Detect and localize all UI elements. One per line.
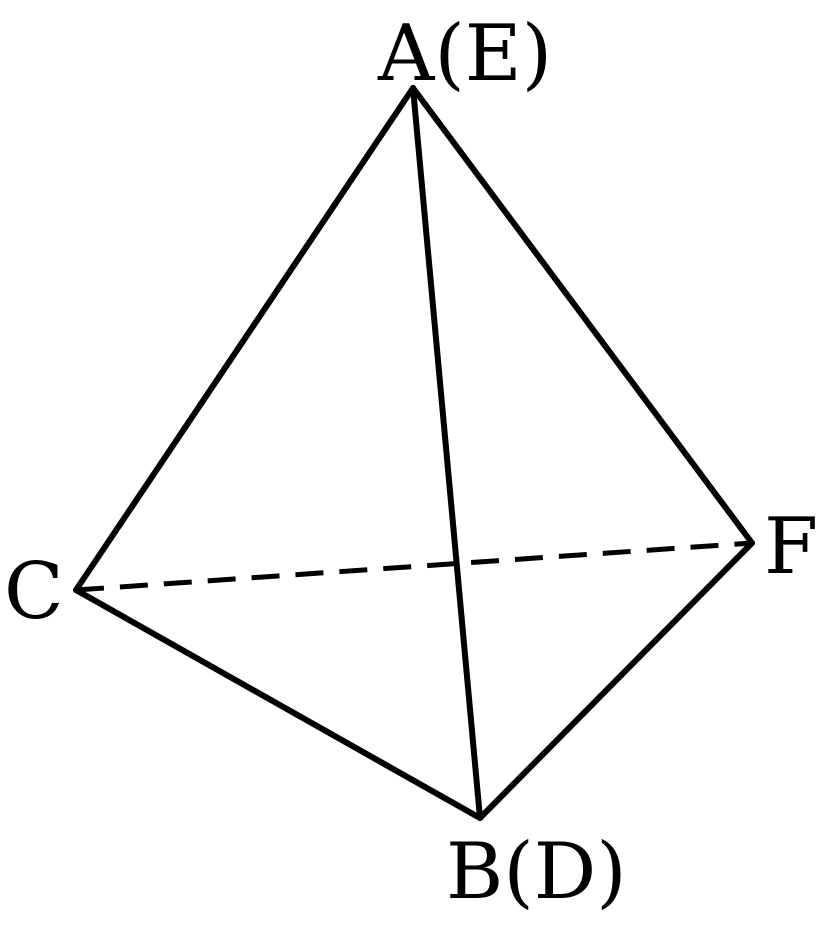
vertex-label-c: C bbox=[4, 547, 64, 637]
edge-c-b bbox=[73, 587, 483, 821]
edge-c-f-hidden bbox=[75, 540, 753, 593]
edge-b-f bbox=[477, 540, 755, 821]
edge-a-b bbox=[410, 85, 483, 821]
edge-a-c bbox=[73, 85, 416, 593]
vertex-label-a: A(E) bbox=[377, 9, 552, 99]
vertex-label-f: F bbox=[764, 502, 818, 592]
vertex-label-b: B(D) bbox=[446, 827, 627, 917]
edge-a-f bbox=[410, 85, 755, 546]
